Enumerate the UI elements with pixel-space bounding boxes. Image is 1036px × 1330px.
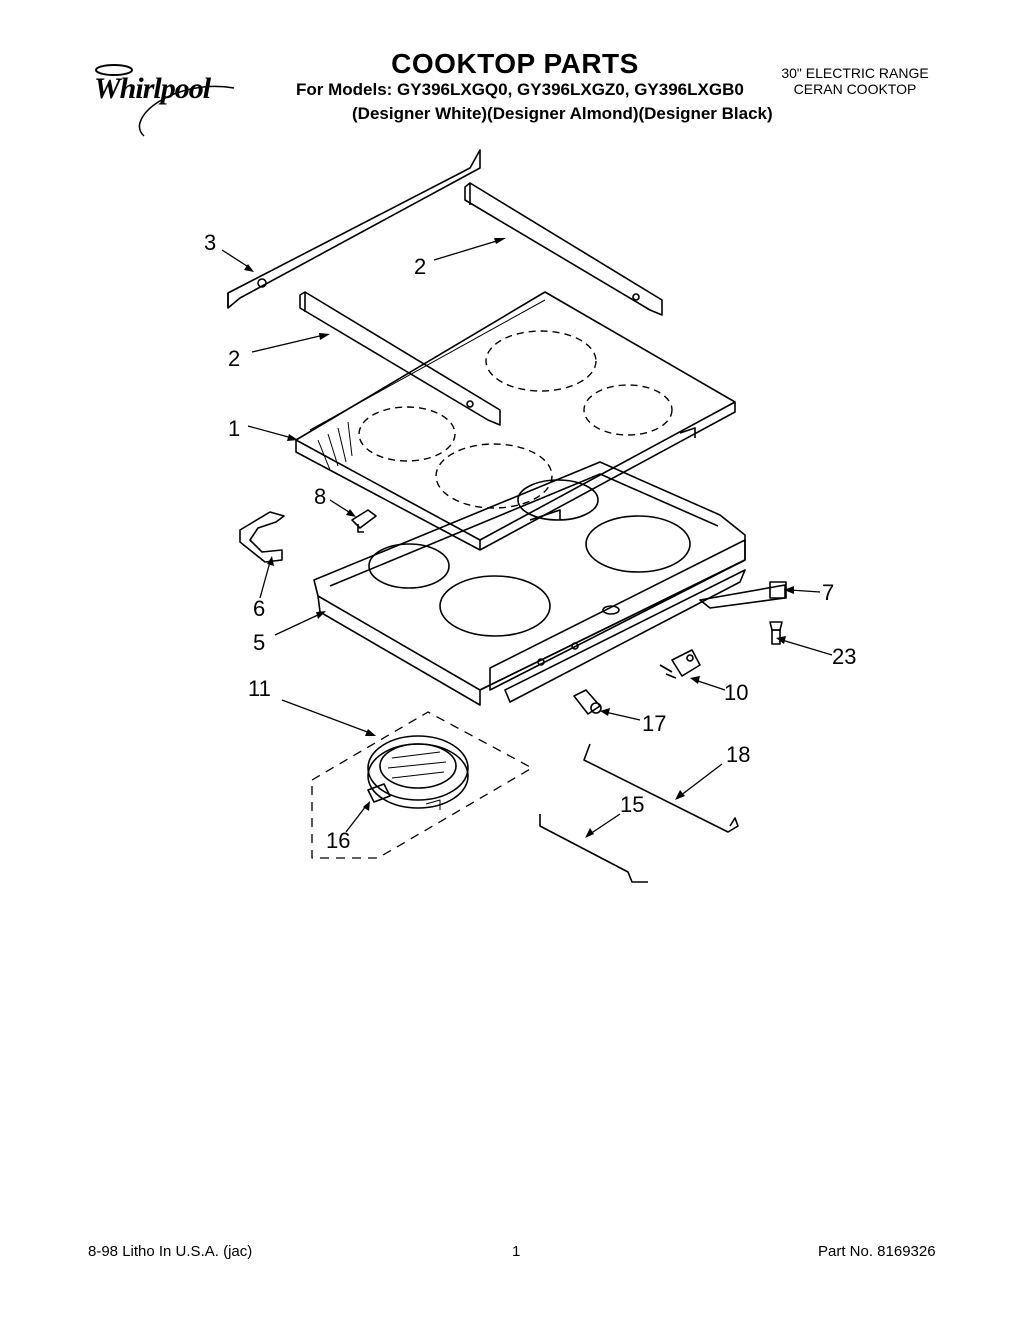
part-23-screw bbox=[769, 621, 783, 645]
range-line-2: CERAN COOKTOP bbox=[793, 81, 917, 97]
callout-15: 15 bbox=[620, 792, 644, 817]
leader-16 bbox=[345, 805, 367, 833]
leader-6 bbox=[259, 561, 271, 599]
part-11-radiant-element bbox=[311, 711, 533, 859]
part-number: Part No. 8169326 bbox=[818, 1243, 936, 1260]
callout-17: 17 bbox=[642, 711, 666, 736]
part-18-wire bbox=[583, 743, 739, 833]
leader-17 bbox=[604, 711, 641, 721]
page-title: COOKTOP PARTS bbox=[391, 48, 639, 79]
callout-7: 7 bbox=[822, 580, 834, 605]
callout-11: 11 bbox=[248, 676, 271, 701]
logo-swoosh-icon bbox=[95, 64, 235, 137]
callout-8: 8 bbox=[314, 484, 326, 509]
leader-1 bbox=[247, 425, 293, 439]
part-7-bracket bbox=[769, 581, 787, 599]
range-line-1: 30" ELECTRIC RANGE bbox=[781, 65, 929, 81]
leader-15 bbox=[589, 813, 621, 835]
leader-7 bbox=[789, 589, 821, 593]
part-2-bracket-left bbox=[299, 291, 501, 426]
leader-23 bbox=[781, 639, 833, 656]
callout-numbers: 3 2 2 1 8 6 5 7 23 10 17 11 16 18 15 bbox=[204, 230, 856, 853]
models-line: For Models: GY396LXGQ0, GY396LXGZ0, GY39… bbox=[296, 80, 744, 99]
leader-11 bbox=[281, 699, 371, 734]
callout-3: 3 bbox=[204, 230, 216, 255]
part-5-burner-box bbox=[313, 461, 786, 706]
callout-23: 23 bbox=[832, 644, 856, 669]
callout-10: 10 bbox=[724, 680, 748, 705]
part-15-wire bbox=[539, 814, 648, 883]
leader-5 bbox=[274, 613, 321, 636]
range-description: 30" ELECTRIC RANGE CERAN COOKTOP bbox=[770, 65, 940, 97]
variants-line: (Designer White)(Designer Almond)(Design… bbox=[352, 104, 773, 123]
callout-16: 16 bbox=[326, 828, 350, 853]
leader-2b bbox=[251, 334, 325, 353]
part-17-terminal bbox=[573, 689, 602, 715]
part-6-bracket bbox=[239, 511, 285, 563]
part-3-rear-channel bbox=[227, 149, 481, 309]
part-10-switch bbox=[659, 649, 701, 679]
page-number: 1 bbox=[512, 1243, 521, 1260]
leader-10 bbox=[694, 679, 726, 691]
callout-2b: 2 bbox=[228, 346, 240, 371]
callout-2a: 2 bbox=[414, 254, 426, 279]
part-1-glass-cooktop bbox=[295, 291, 736, 551]
callout-18: 18 bbox=[726, 742, 750, 767]
leader-2a bbox=[433, 239, 501, 261]
brand-wordmark: Whirlpool bbox=[94, 72, 211, 105]
callout-6: 6 bbox=[253, 596, 265, 621]
leader-3 bbox=[221, 249, 251, 269]
callout-5: 5 bbox=[253, 630, 265, 655]
litho-note: 8-98 Litho In U.S.A. (jac) bbox=[88, 1243, 253, 1260]
callout-1: 1 bbox=[228, 416, 240, 441]
whirlpool-logo: Whirlpool bbox=[84, 58, 254, 138]
leader-18 bbox=[679, 763, 723, 797]
part-8-clip bbox=[351, 509, 377, 533]
leader-arrowheads bbox=[244, 238, 794, 838]
part-2-bracket-right bbox=[464, 182, 663, 316]
